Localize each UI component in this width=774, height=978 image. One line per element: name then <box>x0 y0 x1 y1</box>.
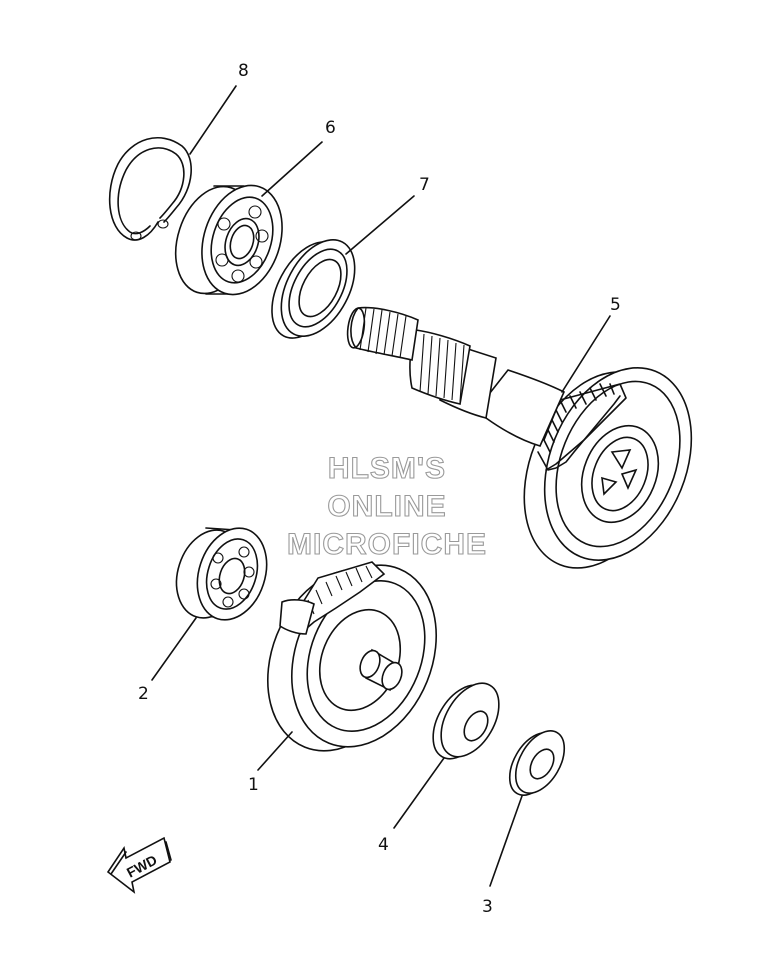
watermark-line-2: ONLINE <box>327 490 446 523</box>
callout-labels: 8 6 7 5 2 1 4 3 <box>138 61 621 917</box>
callout-4: 4 <box>378 835 389 855</box>
washer-part-3 <box>508 730 566 796</box>
callout-6: 6 <box>325 118 336 138</box>
callout-8: 8 <box>238 61 249 81</box>
callout-2: 2 <box>138 684 149 704</box>
fwd-arrow: FWD <box>106 836 172 894</box>
bearing-part-2 <box>175 527 268 621</box>
callout-7: 7 <box>419 175 430 195</box>
leader-lines <box>151 85 611 887</box>
watermark: HLSM'S ONLINE MICROFICHE <box>286 451 487 561</box>
shaft-gear-part-5 <box>346 306 693 569</box>
callout-5: 5 <box>610 295 621 315</box>
bearing-part-6 <box>174 184 283 296</box>
gear-part-1 <box>266 561 438 752</box>
watermark-line-3: MICROFICHE <box>287 528 487 561</box>
oil-seal-part-7 <box>271 239 356 339</box>
circlip-part-8 <box>108 137 192 241</box>
watermark-line-1: HLSM'S <box>328 452 446 485</box>
callout-1: 1 <box>248 775 259 795</box>
washer-part-4 <box>432 682 500 760</box>
callout-3: 3 <box>482 897 493 917</box>
